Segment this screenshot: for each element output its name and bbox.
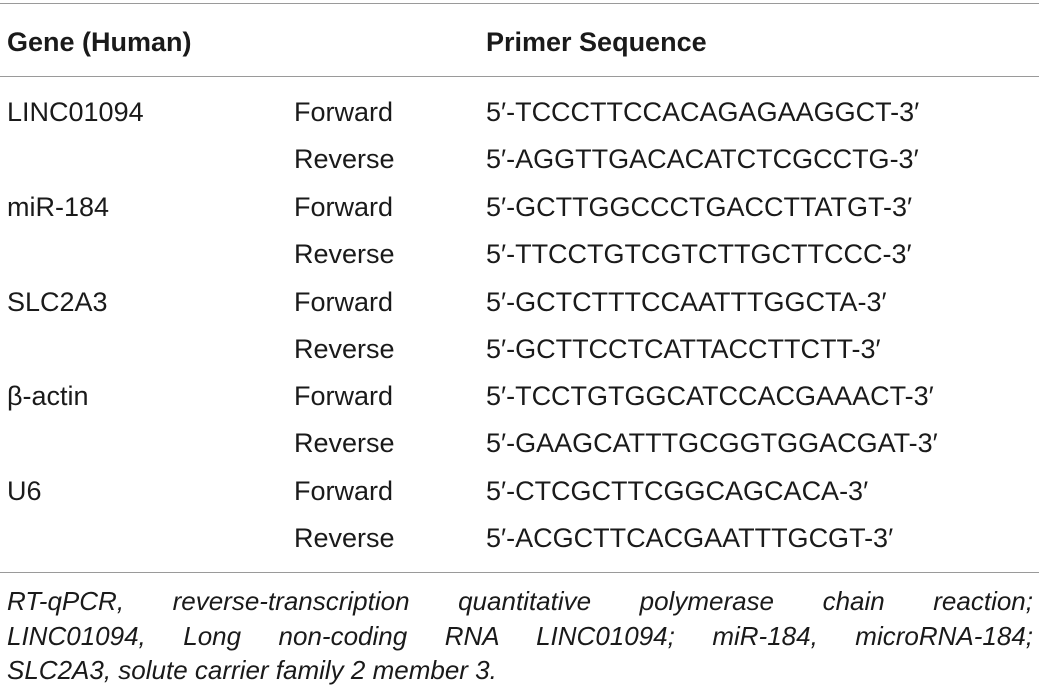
gene-cell: U6: [7, 476, 42, 506]
table-row: U6 Forward 5′-CTCGCTTCGGCAGCACA-3′: [0, 468, 1039, 515]
table-row: Reverse 5′-TTCCTGTCGTCTTGCTTCCC-3′: [0, 231, 1039, 278]
direction-cell: Forward: [294, 381, 394, 411]
table-row: Reverse 5′-AGGTTGACACATCTCGCCTG-3′: [0, 136, 1039, 183]
direction-cell: Forward: [294, 287, 394, 317]
direction-cell: Reverse: [294, 239, 395, 269]
sequence-cell: 5′-GCTCTTTCCAATTTGGCTA-3′: [486, 287, 887, 317]
footnote-line: SLC2A3, solute carrier family 2 member 3…: [7, 655, 497, 685]
footnote-line: RT-qPCR, reverse-transcription quantitat…: [7, 586, 1033, 616]
direction-cell: Forward: [294, 192, 394, 222]
gene-cell: SLC2A3: [7, 287, 108, 317]
table-header-rule: [0, 76, 1039, 77]
table-footnote: RT-qPCR, reverse-transcription quantitat…: [7, 584, 1033, 688]
table-row: Reverse 5′-GAAGCATTTGCGGTGGACGAT-3′: [0, 420, 1039, 467]
gene-cell: miR-184: [7, 192, 110, 222]
direction-cell: Reverse: [294, 428, 395, 458]
header-primer-sequence: Primer Sequence: [486, 27, 707, 57]
gene-cell: β-actin: [7, 381, 89, 411]
table-bottom-rule: [0, 572, 1039, 573]
direction-cell: Reverse: [294, 144, 395, 174]
direction-cell: Forward: [294, 476, 394, 506]
direction-cell: Reverse: [294, 523, 395, 553]
direction-cell: Forward: [294, 97, 394, 127]
table-row: SLC2A3 Forward 5′-GCTCTTTCCAATTTGGCTA-3′: [0, 279, 1039, 326]
table-top-rule: [0, 3, 1039, 4]
header-gene: Gene (Human): [7, 27, 192, 57]
sequence-cell: 5′-TCCCTTCCACAGAGAAGGCT-3′: [486, 97, 920, 127]
gene-cell: LINC01094: [7, 97, 144, 127]
sequence-cell: 5′-GCTTCCTCATTACCTTCTT-3′: [486, 334, 881, 364]
sequence-cell: 5′-GCTTGGCCCTGACCTTATGT-3′: [486, 192, 913, 222]
sequence-cell: 5′-ACGCTTCACGAATTTGCGT-3′: [486, 523, 894, 553]
table-row: Reverse 5′-ACGCTTCACGAATTTGCGT-3′: [0, 515, 1039, 562]
sequence-cell: 5′-CTCGCTTCGGCAGCACA-3′: [486, 476, 869, 506]
table-row: Reverse 5′-GCTTCCTCATTACCTTCTT-3′: [0, 326, 1039, 373]
sequence-cell: 5′-TCCTGTGGCATCCACGAAACT-3′: [486, 381, 934, 411]
footnote-line: LINC01094, Long non-coding RNA LINC01094…: [7, 620, 1033, 651]
table-row: LINC01094 Forward 5′-TCCCTTCCACAGAGAAGGC…: [0, 89, 1039, 136]
sequence-cell: 5′-GAAGCATTTGCGGTGGACGAT-3′: [486, 428, 938, 458]
table-row: β-actin Forward 5′-TCCTGTGGCATCCACGAAACT…: [0, 373, 1039, 420]
direction-cell: Reverse: [294, 334, 395, 364]
sequence-cell: 5′-AGGTTGACACATCTCGCCTG-3′: [486, 144, 919, 174]
sequence-cell: 5′-TTCCTGTCGTCTTGCTTCCC-3′: [486, 239, 912, 269]
table-row: miR-184 Forward 5′-GCTTGGCCCTGACCTTATGT-…: [0, 184, 1039, 231]
